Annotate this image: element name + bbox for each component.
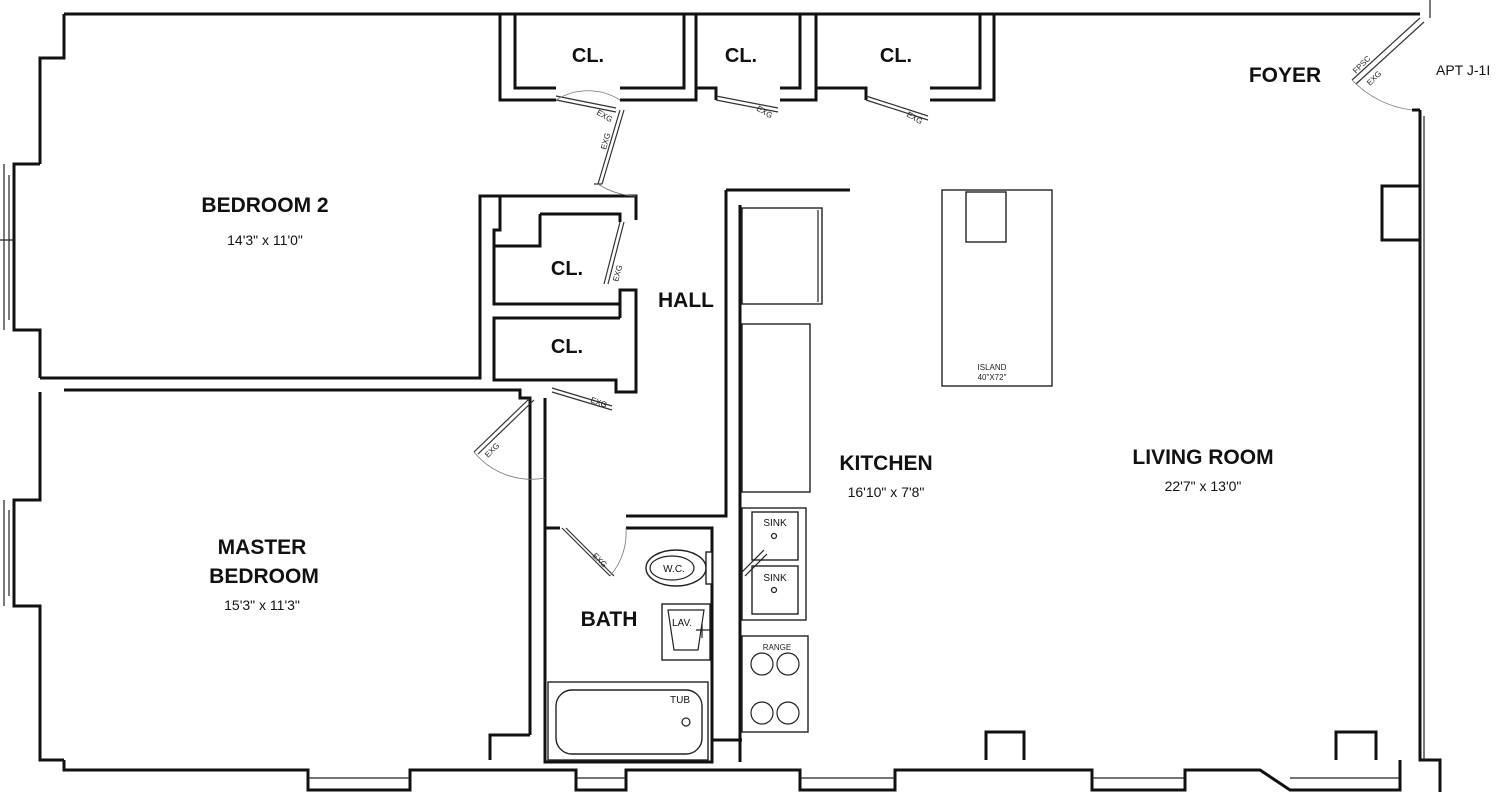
door-mark-exg: EXG bbox=[483, 441, 501, 459]
door-mark-exg: EXG bbox=[1365, 69, 1383, 87]
door-mark-exg: EXG bbox=[589, 395, 608, 409]
sink-basin-2 bbox=[751, 565, 799, 615]
door-mark-exg: EXG bbox=[611, 264, 624, 283]
sink-label: SINK bbox=[763, 518, 787, 529]
closet-label: CL. bbox=[572, 45, 604, 67]
kitchen-fixtures bbox=[741, 189, 1053, 733]
range-label: RANGE bbox=[763, 643, 791, 652]
master-name-line1: MASTER bbox=[218, 536, 307, 559]
exterior-walls bbox=[0, 0, 1442, 792]
refrigerator bbox=[741, 207, 823, 305]
closet-labels: CL. CL. CL. CL. CL. bbox=[551, 45, 912, 358]
bedroom2-dimensions: 14'3" x 11'0" bbox=[227, 232, 303, 248]
wc-label: W.C. bbox=[663, 564, 685, 575]
kitchen-name: KITCHEN bbox=[839, 452, 932, 475]
bath-fixtures bbox=[547, 549, 713, 761]
interior-walls bbox=[40, 12, 1420, 764]
bedroom2-name: BEDROOM 2 bbox=[201, 194, 328, 217]
closet-label: CL. bbox=[725, 45, 757, 67]
master-name-line2: BEDROOM bbox=[209, 565, 319, 588]
lav-label: LAV. bbox=[672, 618, 692, 629]
lavatory bbox=[661, 603, 711, 661]
door-mark-exg: EXG bbox=[595, 108, 614, 124]
closet-label: CL. bbox=[551, 336, 583, 358]
closet-label: CL. bbox=[551, 258, 583, 280]
tub-label: TUB bbox=[670, 695, 690, 706]
kitchen-counter bbox=[741, 323, 811, 493]
sink-label: SINK bbox=[763, 573, 787, 584]
sink-basin-1 bbox=[751, 511, 799, 561]
door-mark-exg: EXG bbox=[599, 132, 612, 151]
master-dimensions: 15'3" x 11'3" bbox=[224, 597, 300, 613]
apartment-unit-label: APT J-1I bbox=[1436, 62, 1490, 78]
door-mark-exg: EXG bbox=[905, 110, 924, 126]
living-room-dimensions: 22'7" x 13'0" bbox=[1165, 478, 1242, 494]
fixture-labels: ISLAND 40"X72" SINK SINK RANGE W.C. LAV.… bbox=[663, 363, 1007, 706]
bath-name: BATH bbox=[581, 608, 638, 631]
range bbox=[741, 635, 809, 733]
island-size-label: 40"X72" bbox=[978, 373, 1007, 382]
hall-name: HALL bbox=[658, 289, 714, 312]
doors bbox=[473, 17, 1425, 577]
kitchen-dimensions: 16'10" x 7'8" bbox=[848, 484, 925, 500]
island-label: ISLAND bbox=[978, 363, 1007, 372]
door-mark-exg: EXG bbox=[591, 551, 609, 569]
room-labels: BEDROOM 2 14'3" x 11'0" MASTER BEDROOM 1… bbox=[201, 62, 1490, 631]
living-room-name: LIVING ROOM bbox=[1132, 446, 1273, 469]
closet-label: CL. bbox=[880, 45, 912, 67]
foyer-name: FOYER bbox=[1249, 64, 1321, 87]
